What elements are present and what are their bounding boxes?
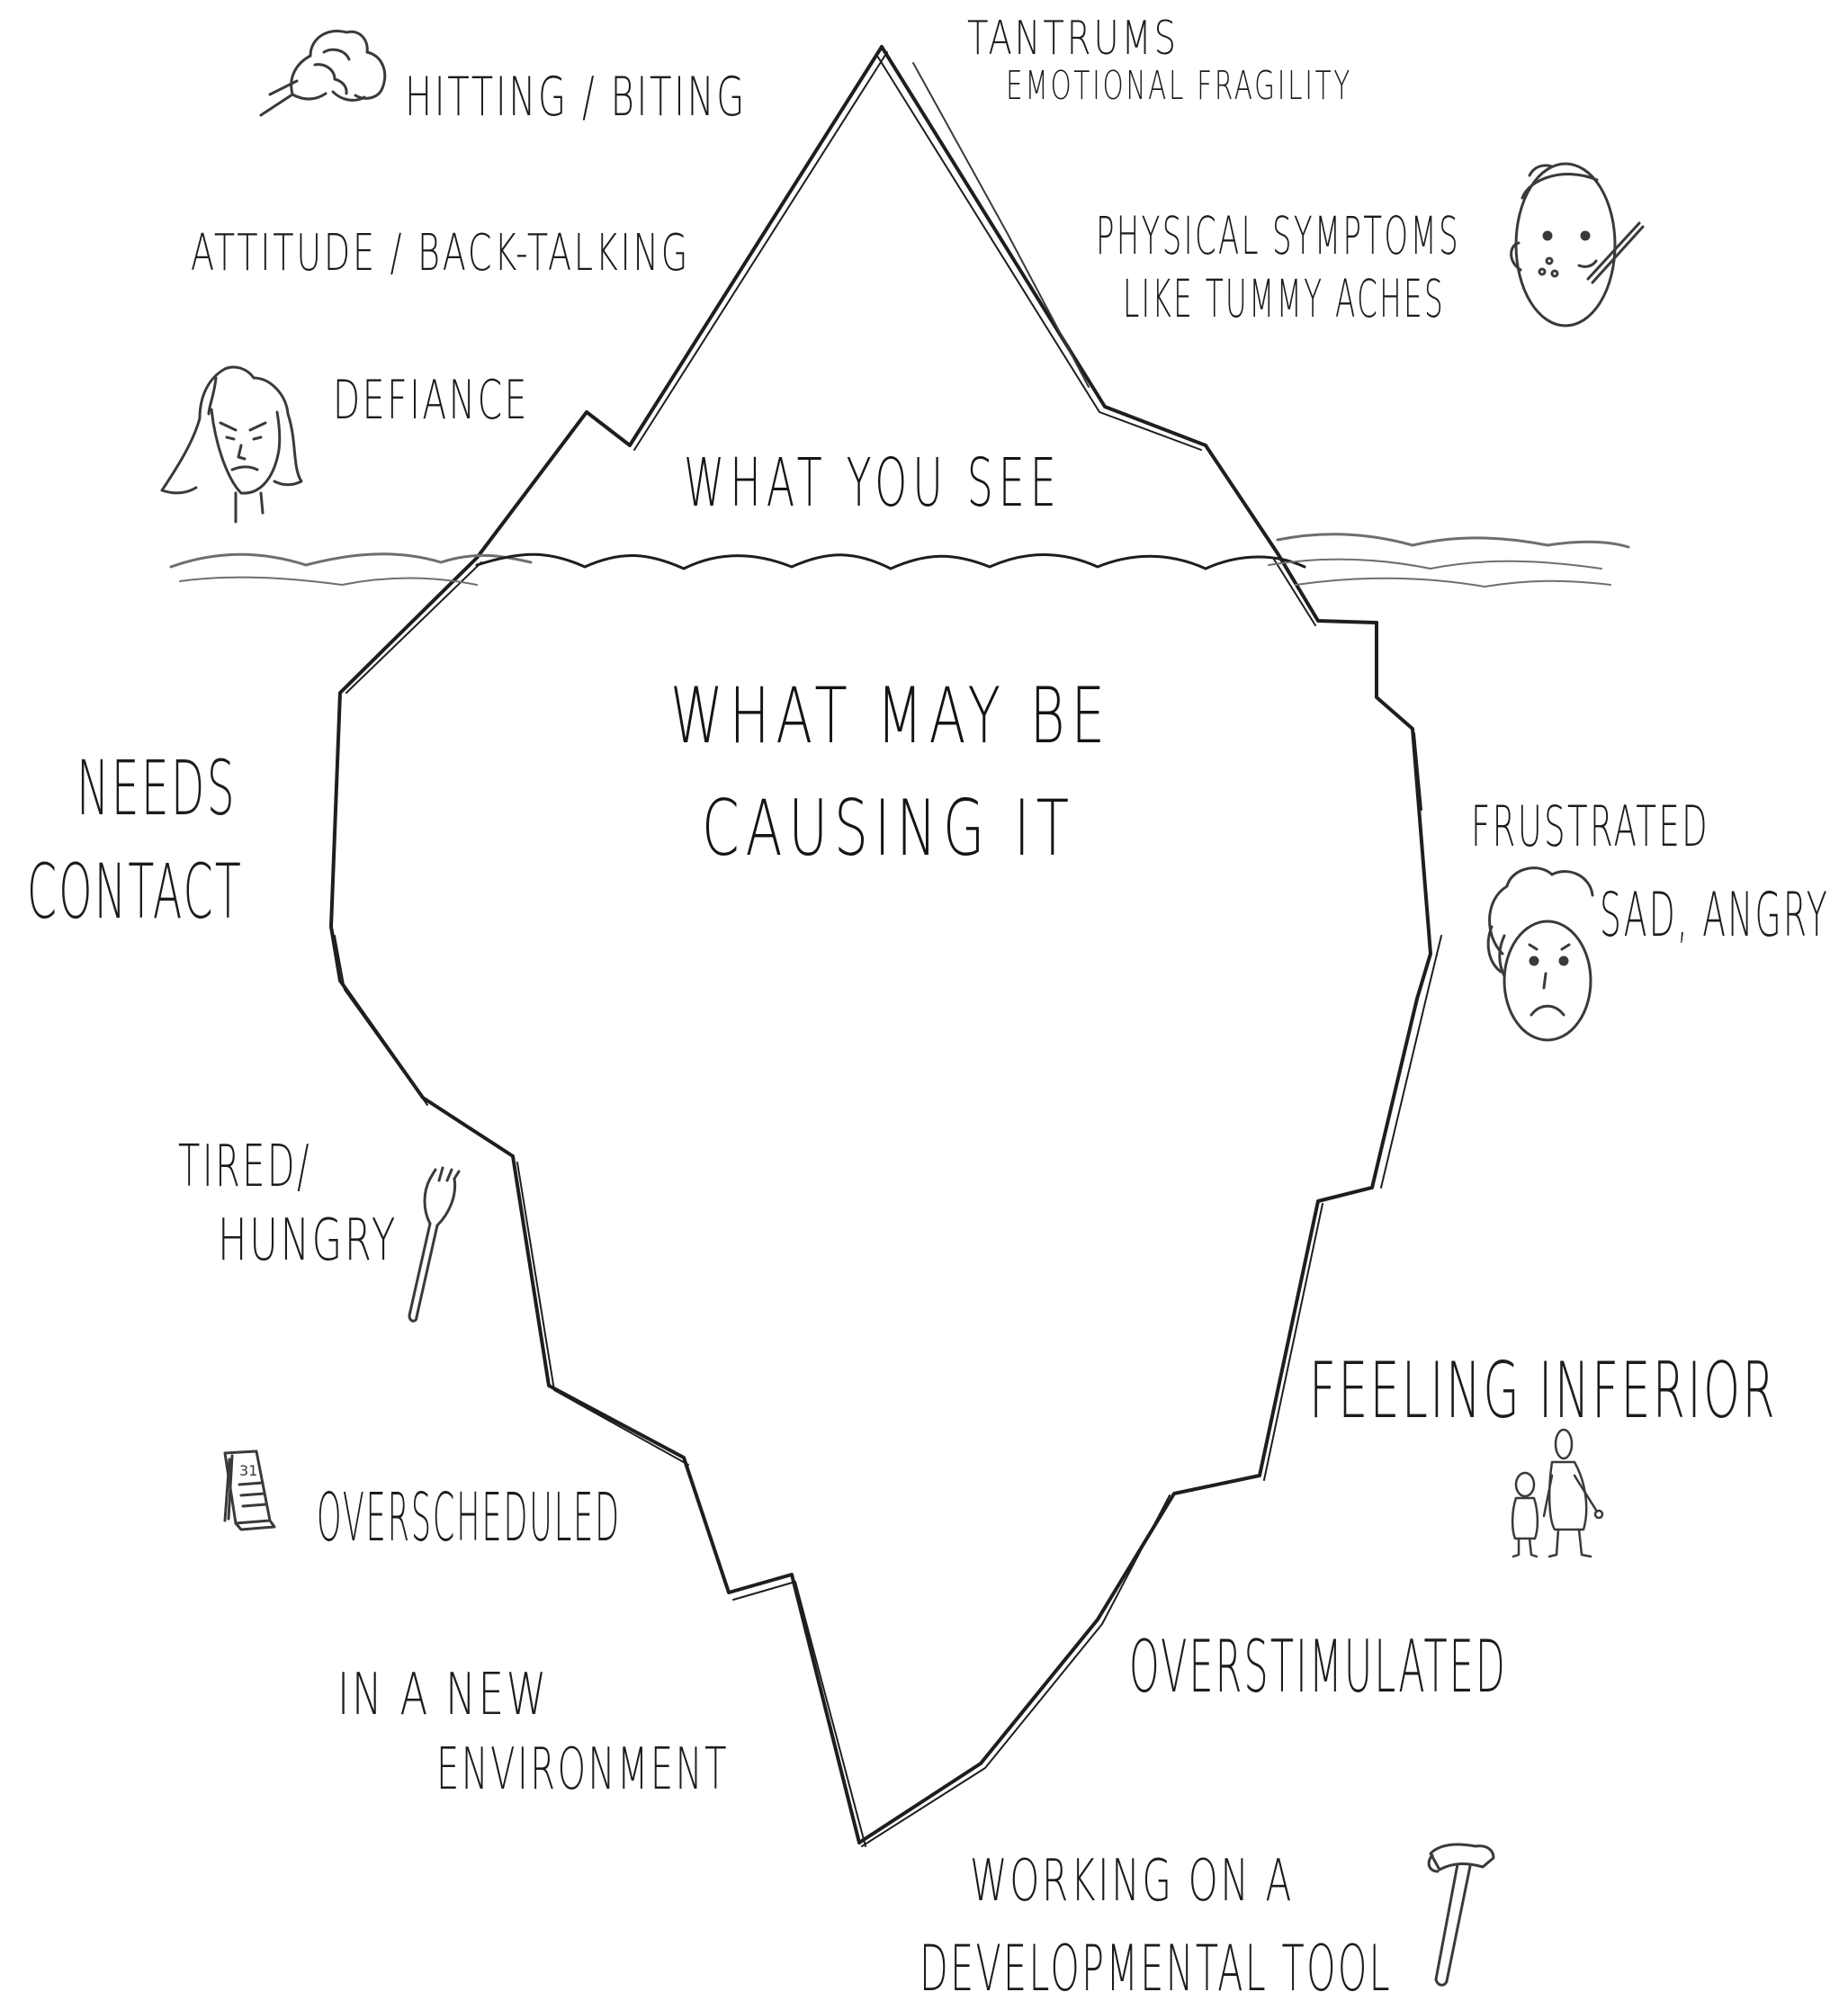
- label-emotional-fragility: EMOTIONAL FRAGILITY: [1006, 63, 1352, 109]
- heading-causing-it: CAUSING IT: [702, 784, 1075, 874]
- child-and-adult-icon: [1511, 1428, 1604, 1558]
- label-needs: NEEDS: [76, 744, 237, 832]
- label-feeling-inferior: FEELING INFERIOR: [1309, 1346, 1777, 1436]
- water-line: [169, 533, 1630, 588]
- label-overstimulated: OVERSTIMULATED: [1129, 1625, 1507, 1709]
- heading-what-you-see: WHAT YOU SEE: [684, 444, 1062, 522]
- label-defiance: DEFIANCE: [333, 369, 529, 432]
- label-tantrums: TANTRUMS: [967, 12, 1179, 66]
- label-hitting-biting: HITTING / BITING: [405, 66, 747, 129]
- label-overscheduled: OVERSCHEDULED: [317, 1479, 621, 1557]
- fist-icon: [259, 30, 387, 117]
- label-contact: CONTACT: [27, 848, 243, 936]
- angry-girl-icon: [160, 365, 303, 524]
- label-tummy-aches: LIKE TUMMY ACHES: [1123, 268, 1445, 329]
- calendar-icon: 31: [223, 1449, 276, 1531]
- calendar-date: 31: [239, 1462, 257, 1479]
- sad-face-icon: [1486, 866, 1594, 1042]
- label-working-on-a: WORKING ON A: [970, 1848, 1294, 1915]
- label-developmental-tool: DEVELOPMENTAL TOOL: [920, 1932, 1392, 2001]
- iceberg-outline: [329, 45, 1442, 1847]
- label-hungry: HUNGRY: [218, 1207, 398, 1274]
- label-attitude-back-talking: ATTITUDE / BACK-TALKING: [191, 224, 690, 283]
- label-physical-symptoms: PHYSICAL SYMPTOMS: [1096, 205, 1460, 266]
- fork-icon: [408, 1166, 461, 1323]
- sick-face-icon: [1510, 162, 1645, 328]
- heading-what-may-be: WHAT MAY BE: [670, 671, 1111, 761]
- hammer-icon: [1427, 1843, 1495, 1987]
- label-tired: TIRED/: [178, 1134, 311, 1200]
- label-sad-angry: SAD, ANGRY: [1600, 880, 1829, 951]
- label-environment: ENVIRONMENT: [436, 1736, 729, 1803]
- label-frustrated: FRUSTRATED: [1471, 794, 1709, 859]
- label-in-a-new: IN A NEW: [337, 1662, 549, 1728]
